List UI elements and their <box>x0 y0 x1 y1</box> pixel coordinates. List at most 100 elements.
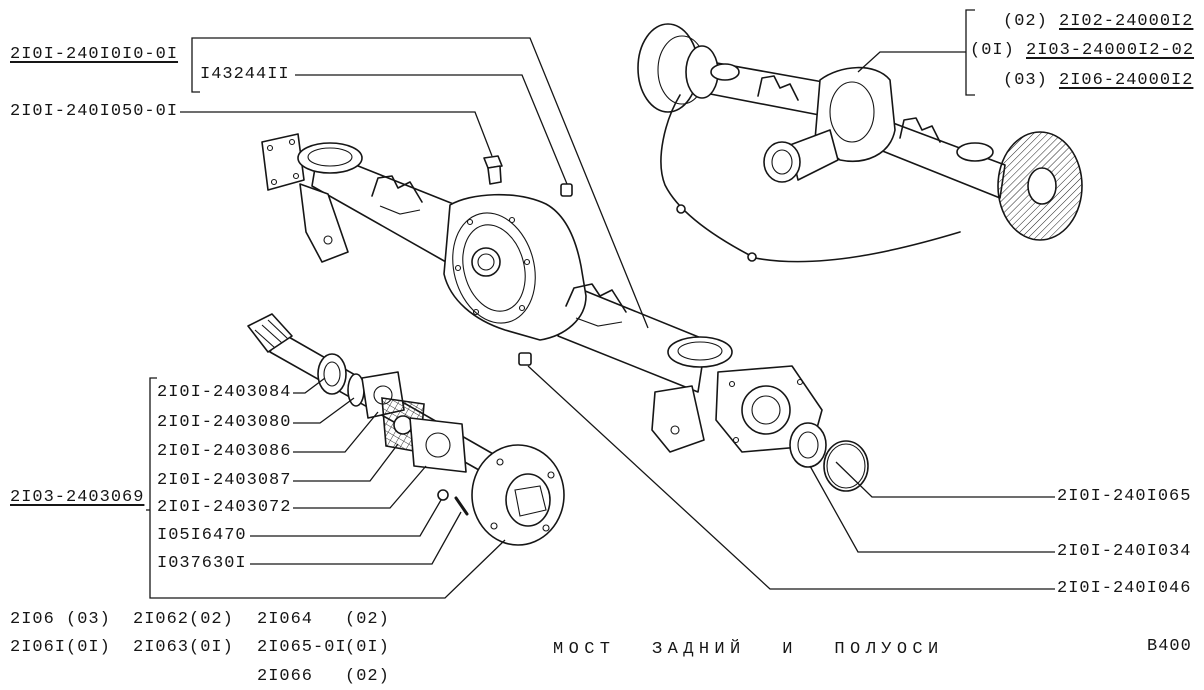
brake-pipe-clip <box>747 252 757 262</box>
left-spring-seat-edge <box>379 205 421 215</box>
wheel-bolt-hole <box>496 458 504 466</box>
half-shaft-assembly-part-number: 2I03-2403069 <box>10 488 145 507</box>
overview-left-brake-seat <box>710 63 740 81</box>
model-name: 2I062 <box>133 610 190 629</box>
bearing-plate-leader <box>293 411 379 453</box>
bolt-hole <box>518 304 526 312</box>
oil-seal-leader <box>809 465 1055 553</box>
model-code: (0I) <box>66 638 111 657</box>
page-code: B400 <box>1147 637 1192 656</box>
drain-plug-part-number: 2I0I-240I046 <box>1057 579 1192 598</box>
hub-center-spigot <box>514 485 547 517</box>
left-flange-plate <box>261 133 305 191</box>
model-name: 2I06I <box>10 638 67 657</box>
housing-assembly-part-number: 2I0I-240I0I0-0I <box>10 45 179 64</box>
differential-cover-flange <box>452 212 536 324</box>
breather <box>560 183 573 197</box>
model-code: (0I) <box>189 638 234 657</box>
spline-line <box>267 319 289 340</box>
axle-assembly-overview <box>637 23 1083 263</box>
brake-pipe-clip <box>676 204 686 214</box>
cover-bolt-holes <box>454 216 531 316</box>
bolt-hole <box>796 378 804 386</box>
bolt-hole <box>454 264 462 272</box>
axle-bearing-inner <box>323 361 341 387</box>
bolt-hole <box>266 144 274 152</box>
oil-seal-inner <box>797 431 819 459</box>
housing-small-parts <box>483 155 869 492</box>
o-ring-inner <box>826 443 866 489</box>
bolt-hole <box>732 436 740 444</box>
differential-housing <box>443 193 587 341</box>
drain-plug-leader <box>527 365 1055 590</box>
left-spring-seat <box>371 175 423 203</box>
half-shaft-part-number: 2I0I-2403086 <box>157 442 292 461</box>
model-code: (0I) <box>345 638 390 657</box>
left-shock-bracket <box>299 183 349 263</box>
oil-deflector-plate-hole <box>425 432 451 458</box>
right-shock-bracket <box>651 385 705 453</box>
bolt-hole <box>270 178 278 186</box>
overview-pinion-flange <box>763 141 801 183</box>
left-brake-seat-inner <box>307 147 353 167</box>
differential-bearing-bore <box>471 247 501 277</box>
page-title: МОСТ ЗАДНИЙ И ПОЛУОСИ <box>553 640 944 659</box>
gasket-leader <box>293 443 399 482</box>
model-name: 2I066 <box>257 667 314 686</box>
half-shaft-part-number: 2I0I-2403084 <box>157 383 292 402</box>
oil-deflector-plate <box>409 417 467 473</box>
half-shaft-assembly <box>247 313 565 546</box>
overview-right-drum-hub <box>1027 167 1057 205</box>
half-shaft-part-number: 2I0I-2403080 <box>157 413 292 432</box>
overview-right-brake-seat <box>956 142 994 162</box>
fitting <box>483 155 503 169</box>
model-name: 2I06 <box>10 610 55 629</box>
wheel-bolt-hole <box>490 522 498 530</box>
bolt-hole <box>288 138 296 146</box>
overview-differential-cover <box>829 81 875 143</box>
model-name: 2I065-0I <box>257 638 347 657</box>
variant-code: (03) <box>1003 71 1048 90</box>
oil-seal-part-number: 2I0I-240I034 <box>1057 542 1192 561</box>
overview-spring-seat <box>757 75 799 101</box>
axle-bearing <box>317 353 347 395</box>
variant-code: (02) <box>1003 12 1048 31</box>
model-code: (02) <box>189 610 234 629</box>
right-spring-seat <box>565 283 627 313</box>
nut <box>437 489 449 501</box>
differential-cover-inner <box>462 224 526 312</box>
overview-pinion-flange-inner <box>771 149 793 175</box>
fitting-leader <box>180 111 493 157</box>
rear-axle-housing <box>261 133 823 453</box>
nut-leader <box>250 499 442 537</box>
right-flange-bore-inner <box>751 395 781 425</box>
fitting-body <box>487 165 502 185</box>
variant-part-number: 2I06-24000I2 <box>1059 71 1194 90</box>
bolt-hole <box>292 172 300 180</box>
bolt-hole <box>466 218 474 226</box>
model-code: (02) <box>345 610 390 629</box>
variant-part-number: 2I03-24000I2-02 <box>1026 41 1195 60</box>
right-flange-bore <box>741 385 791 435</box>
right-shock-bracket-hole <box>670 425 680 435</box>
model-name: 2I063 <box>133 638 190 657</box>
model-code: (03) <box>66 610 111 629</box>
bolt-hole <box>472 308 480 316</box>
housing-assembly-bracket <box>191 37 649 329</box>
breather-part-number: I43244II <box>200 65 290 84</box>
overview-spring-seat <box>899 117 941 143</box>
fitting-part-number: 2I0I-240I050-0I <box>10 102 179 121</box>
half-shaft-part-number: I037630I <box>157 554 247 573</box>
wheel-bolt-hole <box>547 471 555 479</box>
bolt-hole <box>508 216 516 224</box>
right-brake-seat-inner <box>677 341 723 361</box>
variant-part-number: 2I02-24000I2 <box>1059 12 1194 31</box>
oil-seal <box>789 422 827 468</box>
bearing-leader <box>293 377 326 394</box>
brake-pipe <box>660 94 961 263</box>
model-name: 2I064 <box>257 610 314 629</box>
o-ring <box>823 440 869 492</box>
bolt <box>454 496 469 516</box>
left-shock-bracket-hole <box>323 235 333 245</box>
